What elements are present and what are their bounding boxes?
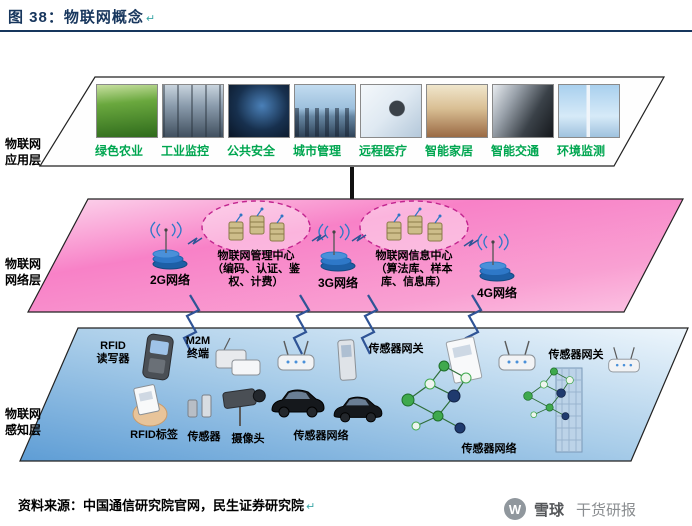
- app-item-label: 公共安全: [226, 144, 275, 158]
- 4g-network-label: 4G网络: [476, 286, 517, 300]
- vertical-terminal-icon: [337, 339, 357, 381]
- figure-title: 图 38：物联网概念↵: [8, 6, 156, 27]
- rfid-tag-label: RFID标签: [130, 429, 178, 441]
- app-item-label: 智能家居: [424, 144, 473, 158]
- source-note: 资料来源：中国通信研究院官网，民生证券研究院↵: [18, 495, 315, 514]
- photo-city-management: [294, 84, 356, 138]
- m2m-terminal-label: M2M终端: [185, 335, 211, 360]
- app-item-label: 远程医疗: [358, 144, 407, 158]
- photo-industrial-monitoring: [162, 84, 224, 138]
- xueqiu-logo-icon: W: [504, 498, 526, 520]
- app-item-label: 工业监控: [160, 144, 209, 158]
- brand-suffix: 干货研报: [576, 501, 637, 519]
- paragraph-mark-icon: ↵: [145, 13, 157, 25]
- camera-icon: [222, 388, 266, 426]
- sensor-gateway-label: 传感器网关: [548, 349, 604, 361]
- title-underline: [0, 30, 692, 32]
- sensor-network-label: 传感器网络: [293, 430, 349, 442]
- rfid-reader-icon: [142, 333, 174, 381]
- management-center-title: 物联网管理中心: [217, 250, 295, 262]
- photo-green-agriculture: [96, 84, 158, 138]
- information-center-label: 物联网信息中心 （算法库、样本库、信息库）: [362, 250, 466, 289]
- app-item-label: 城市管理: [292, 144, 341, 158]
- photo-telemedicine: [360, 84, 422, 138]
- photo-smart-transport: [492, 84, 554, 138]
- management-center-detail: （编码、认证、鉴权、计费）: [212, 263, 300, 288]
- network-layer-shape: [27, 198, 684, 313]
- photo-smart-home: [426, 84, 488, 138]
- logo-glyph: W: [508, 501, 522, 517]
- sensor-label: 传感器: [187, 431, 221, 443]
- perception-layer-label: 物联网感知层: [4, 407, 41, 437]
- xueqiu-watermark: W 雪球 干货研报: [504, 498, 636, 520]
- figure-number: 图 38：: [8, 9, 64, 26]
- paragraph-mark-icon: ↵: [306, 501, 316, 513]
- sensor-gateway-label: 传感器网关: [368, 343, 424, 355]
- app-item-label: 智能交通: [490, 144, 539, 158]
- brand-name: 雪球: [534, 501, 565, 519]
- rfid-reader-label: RFID读写器: [96, 340, 130, 365]
- camera-label: 摄像头: [231, 433, 265, 445]
- 2g-network-label: 2G网络: [149, 273, 190, 287]
- management-center-label: 物联网管理中心 （编码、认证、鉴权、计费）: [204, 250, 308, 289]
- app-item-label: 绿色农业: [94, 144, 143, 158]
- network-inner-lightning: [187, 234, 479, 247]
- information-center-detail: （算法库、样本库、信息库）: [375, 263, 453, 288]
- network-layer-label: 物联网网络层: [4, 257, 41, 287]
- information-center-title: 物联网信息中心: [375, 250, 453, 262]
- sensor-network-label: 传感器网络: [461, 443, 517, 455]
- sensor-icon: [187, 394, 212, 418]
- photo-environment-monitoring: [558, 84, 620, 138]
- figure-name: 物联网概念: [63, 9, 144, 26]
- m2m-terminal-icon: [215, 337, 261, 376]
- app-item-label: 环境监测: [556, 144, 605, 158]
- application-layer-label: 物联网应用层: [4, 137, 41, 167]
- source-text: 资料来源：中国通信研究院官网，民生证券研究院: [18, 498, 305, 513]
- rfid-tag-icon: [132, 384, 168, 427]
- photo-public-safety: [228, 84, 290, 138]
- 3g-network-label: 3G网络: [317, 276, 358, 290]
